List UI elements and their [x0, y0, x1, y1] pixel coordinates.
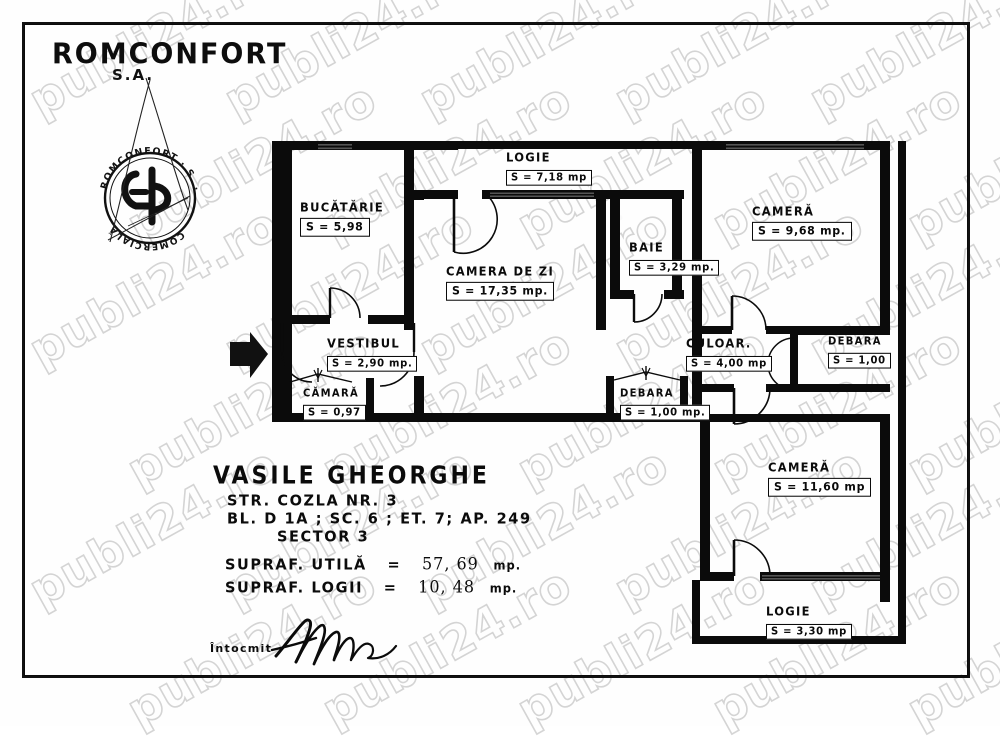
room-label-logie-2: LOGIE S = 3,30 mp: [766, 604, 852, 640]
useful-area-row: SUPRAF. UTILĂ = 57, 69 mp.: [225, 554, 532, 574]
room-area-camera-de-zi: S = 17,35 mp.: [446, 281, 555, 301]
room-label-camera-2: CAMERĂ S = 11,60 mp: [768, 460, 872, 497]
balcony-area-value: 10, 48: [418, 577, 476, 597]
balcony-area-unit: mp.: [489, 581, 518, 596]
room-name-logie-2: LOGIE: [766, 604, 811, 619]
balcony-area-label: SUPRAF. LOGII: [225, 580, 364, 597]
company-legal-form: S.A.: [112, 66, 155, 84]
room-label-baie: BAIE S = 3,29 mp.: [629, 240, 720, 276]
room-area-baie: S = 3,29 mp.: [629, 259, 720, 276]
useful-area-unit: mp.: [493, 558, 522, 573]
room-area-vestibul: S = 2,90 mp.: [327, 355, 418, 372]
useful-area-value: 57, 69: [421, 554, 479, 574]
room-name-camera-2: CAMERĂ: [768, 460, 831, 475]
entrance-arrow-icon: [228, 330, 270, 382]
room-name-camara: CĂMARĂ: [303, 388, 360, 400]
room-name-debara-1: DEBARA: [828, 336, 882, 348]
room-area-camera-1: S = 9,68 mp.: [752, 221, 852, 241]
room-area-debara-1: S = 1,00: [828, 352, 891, 369]
room-name-bucatarie: BUCĂTĂRIE: [300, 200, 384, 215]
company-stamp: ROMCONFORT · S. · SOCIETATE COMERCIALĂ: [87, 77, 208, 256]
room-area-logie-1: S = 7,18 mp: [506, 169, 592, 186]
useful-area-equals: =: [387, 557, 402, 574]
room-area-debara-2: S = 1,00 mp.: [620, 404, 711, 421]
signature-label: Întocmit: [210, 642, 273, 655]
room-name-culoar: CULOAR.: [686, 336, 752, 351]
company-name: ROMCONFORT: [52, 38, 288, 71]
room-name-vestibul: VESTIBUL: [327, 336, 400, 351]
room-label-camara: CĂMARĂ S = 0,97: [303, 388, 366, 421]
balcony-area-row: SUPRAF. LOGII = 10, 48 mp.: [225, 577, 532, 597]
room-name-logie-1: LOGIE: [506, 150, 551, 165]
room-label-debara-2: DEBARA S = 1,00 mp.: [620, 388, 711, 421]
room-area-camara: S = 0,97: [303, 404, 366, 421]
room-name-camera-de-zi: CAMERA DE ZI: [446, 264, 555, 279]
room-label-culoar: CULOAR. S = 4,00 mp: [686, 336, 772, 372]
balcony-area-equals: =: [383, 580, 398, 597]
handwritten-signature: [270, 616, 400, 672]
room-area-bucatarie: S = 5,98: [300, 217, 370, 237]
room-label-bucatarie: BUCĂTĂRIE S = 5,98: [300, 200, 384, 237]
room-area-camera-2: S = 11,60 mp: [768, 477, 872, 497]
room-label-logie-1: LOGIE S = 7,18 mp: [506, 150, 592, 186]
street-line: STR. COZLA NR. 3: [227, 493, 399, 510]
room-name-baie: BAIE: [629, 240, 664, 255]
room-name-camera-1: CAMERĂ: [752, 204, 815, 219]
owner-name: VASILE GHEORGHE: [213, 462, 490, 490]
room-area-culoar: S = 4,00 mp: [686, 355, 772, 372]
room-label-camera-1: CAMERĂ S = 9,68 mp.: [752, 204, 852, 241]
sector-line: SECTOR 3: [277, 529, 370, 546]
room-name-debara-2: DEBARA: [620, 388, 674, 400]
room-label-debara-1: DEBARA S = 1,00: [828, 336, 891, 369]
title-block: VASILE GHEORGHE STR. COZLA NR. 3 BL. D 1…: [213, 462, 532, 598]
room-label-vestibul: VESTIBUL S = 2,90 mp.: [327, 336, 418, 372]
document-border-frame: [22, 22, 970, 678]
room-label-camera-de-zi: CAMERA DE ZI S = 17,35 mp.: [446, 264, 555, 301]
address-line: BL. D 1A ; SC. 6 ; ET. 7; AP. 249: [227, 511, 532, 528]
room-area-logie-2: S = 3,30 mp: [766, 623, 852, 640]
useful-area-label: SUPRAF. UTILĂ: [225, 557, 367, 574]
